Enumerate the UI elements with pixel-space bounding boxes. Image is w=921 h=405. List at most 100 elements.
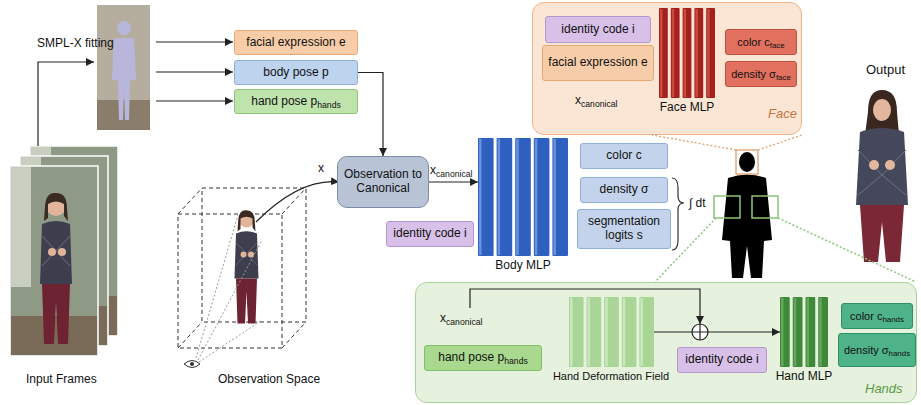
text: identity code i — [393, 226, 466, 240]
label-text: Input Frames — [26, 372, 97, 386]
text: identity code i — [561, 22, 634, 36]
layer-highlight — [570, 298, 573, 366]
node-text: density σ — [597, 183, 652, 197]
mlp-block: Hand MLP — [769, 297, 840, 399]
smpl-image — [97, 5, 150, 130]
arrows — [38, 42, 339, 222]
layer-bar — [586, 297, 601, 367]
node-text: color c — [603, 149, 644, 163]
layer-highlight — [553, 139, 556, 255]
mlp-layers — [659, 8, 715, 98]
label-text: x — [575, 93, 581, 107]
layer-highlight — [695, 9, 698, 97]
layer-highlight — [819, 298, 822, 366]
node-text: Face MLP — [657, 101, 718, 115]
connector — [654, 331, 781, 332]
layer-bar — [497, 138, 513, 256]
layer-highlight — [672, 9, 675, 97]
mlp-layers — [478, 138, 568, 256]
layer-highlight — [535, 139, 538, 255]
node-text: identity code i — [390, 227, 469, 241]
subscript: hands — [882, 315, 904, 324]
node-text: body pose p — [260, 66, 331, 80]
layer-highlight — [684, 9, 687, 97]
integral-bracket — [672, 178, 684, 250]
label: Input Frames — [26, 372, 97, 386]
sum-cross — [692, 324, 708, 340]
identity-box: identity code i — [545, 16, 651, 43]
node-text: identity code i — [558, 23, 637, 37]
layer-bar — [706, 8, 715, 98]
node-text: segmentation logits s — [578, 215, 670, 243]
layer-bar — [671, 8, 680, 98]
subscript: face — [776, 73, 791, 82]
layer-bar — [683, 8, 692, 98]
layer-highlight — [640, 298, 643, 366]
layer-highlight — [516, 139, 519, 255]
output-box: density σhands — [838, 333, 916, 367]
identity-box: identity code i — [386, 221, 474, 247]
subscript: hands — [504, 356, 528, 366]
label-text: Output — [866, 62, 905, 77]
text: Face MLP — [660, 100, 715, 114]
layer-bar — [621, 297, 636, 367]
subscript: face — [770, 41, 785, 50]
sum-symbol — [692, 324, 708, 340]
label: ∫ dt — [689, 196, 706, 210]
layer-bar — [659, 8, 668, 98]
output-box: color cface — [725, 29, 797, 55]
node-text: facial expression e — [545, 56, 650, 70]
hand-pose-box: hand pose phands — [424, 345, 542, 371]
layer-highlight — [605, 298, 608, 366]
layer-highlight — [794, 298, 797, 366]
text: density σ — [600, 182, 649, 196]
node-text: hand pose phands — [248, 95, 344, 109]
node-text: Hands — [862, 382, 906, 397]
subscript: canonical — [581, 99, 617, 109]
camera-eye — [184, 215, 262, 368]
text: color c — [737, 36, 769, 48]
output-box: segmentation logits s — [577, 209, 671, 249]
layer-highlight — [622, 298, 625, 366]
layer-bar — [818, 297, 828, 367]
text: facial expression e — [548, 55, 647, 69]
expression-box: facial expression e — [234, 30, 358, 55]
layer-bar — [534, 138, 550, 256]
node-text: Face — [765, 107, 800, 122]
text: Hand MLP — [776, 369, 833, 383]
mlp-block: Hand Deformation Field — [546, 297, 677, 399]
layer-bar — [604, 297, 619, 367]
text: color c — [850, 310, 882, 322]
text: body pose p — [263, 65, 328, 79]
output-image — [856, 90, 908, 262]
node-text: density σhands — [841, 344, 913, 357]
layer-bar — [569, 297, 584, 367]
mlp-block: Body MLP — [476, 138, 570, 278]
label-text: x — [318, 161, 324, 175]
layer-bar — [552, 138, 568, 256]
output-box: density σ — [580, 177, 668, 203]
label: xcanonical — [440, 311, 482, 325]
input-frames — [10, 146, 118, 356]
node-text: facial expression e — [243, 36, 348, 50]
node-text: color cface — [734, 36, 787, 49]
layer-bar — [515, 138, 531, 256]
layer-bar — [793, 297, 803, 367]
text: Body MLP — [495, 258, 550, 272]
text: facial expression e — [246, 35, 345, 49]
text: identity code i — [685, 352, 758, 366]
text: density σ — [731, 68, 776, 80]
layer-highlight — [660, 9, 663, 97]
label: SMPL-X fitting — [37, 36, 114, 50]
text: Hand Deformation Field — [553, 370, 669, 382]
layer-bar — [478, 138, 494, 256]
silhouette — [722, 152, 772, 278]
observation-cube — [178, 188, 306, 348]
layer-highlight — [498, 139, 501, 255]
label-text: ∫ dt — [689, 196, 706, 210]
node-text: density σface — [728, 68, 794, 81]
hands-panel: Hands hand pose phandsHand Deformation Fi… — [415, 282, 917, 403]
node-text: Hand Deformation Field — [550, 370, 672, 383]
node-text: hand pose phands — [435, 351, 531, 365]
text: Hands — [865, 381, 903, 396]
